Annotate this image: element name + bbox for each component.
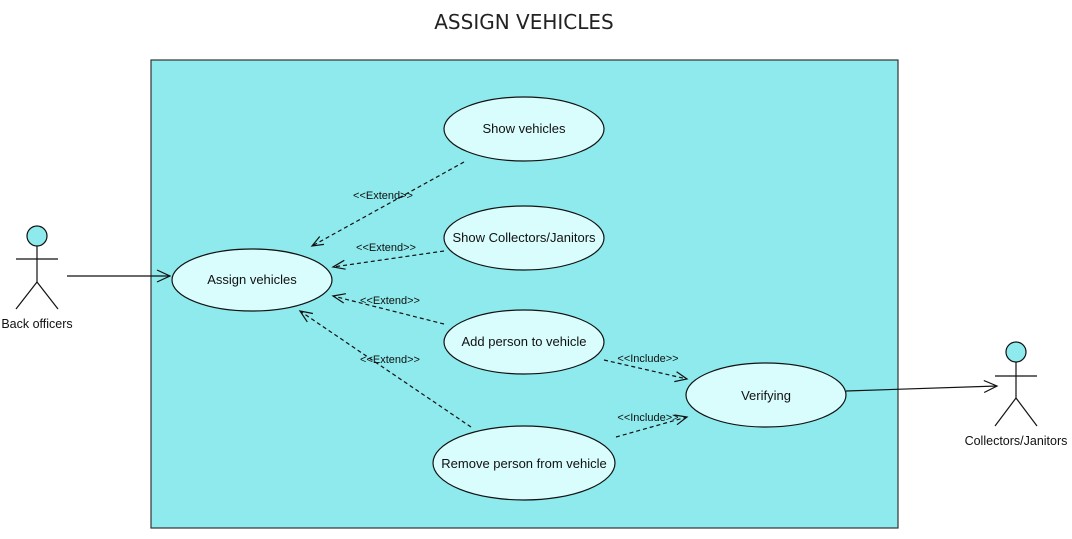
diagram-title: ASSIGN VEHICLES xyxy=(434,10,613,34)
actor-collectors-janitors[interactable]: Collectors/Janitors xyxy=(965,341,1068,448)
extend-show-collectors: <<Extend>> xyxy=(331,242,445,270)
association-verifying-collectors xyxy=(845,379,999,394)
include-add-person-verifying: <<Include>> xyxy=(603,353,689,383)
actor-label: Back officers xyxy=(1,317,72,331)
extend-label-4: <<Extend>> xyxy=(360,354,420,366)
include-label-2: <<Include>> xyxy=(617,412,678,424)
use-case-label: Remove person from vehicle xyxy=(441,456,606,471)
extend-label-1: <<Extend>> xyxy=(353,190,413,202)
stick-figure-icon xyxy=(994,341,1038,427)
extend-remove-person: <<Extend>> xyxy=(298,310,472,428)
extend-show-vehicles: <<Extend>> xyxy=(310,161,465,247)
use-case-label: Verifying xyxy=(741,388,791,403)
extend-label-3: <<Extend>> xyxy=(360,295,420,307)
use-case-assign-vehicles[interactable]: Assign vehicles xyxy=(171,248,333,312)
use-case-show-vehicles[interactable]: Show vehicles xyxy=(443,96,605,162)
use-case-label: Add person to vehicle xyxy=(461,334,586,349)
association-back-officers-assign xyxy=(67,269,172,283)
use-case-label: Assign vehicles xyxy=(207,272,297,287)
include-label-1: <<Include>> xyxy=(617,353,678,365)
stick-figure-icon xyxy=(15,225,59,310)
include-remove-person-verifying: <<Include>> xyxy=(615,412,689,438)
extend-add-person: <<Extend>> xyxy=(331,293,445,325)
actor-back-officers[interactable]: Back officers xyxy=(1,225,73,331)
use-case-label: Show vehicles xyxy=(482,121,566,136)
extend-label-2: <<Extend>> xyxy=(356,242,416,254)
use-case-show-collectors[interactable]: Show Collectors/Janitors xyxy=(443,205,605,271)
use-case-label: Show Collectors/Janitors xyxy=(452,230,596,245)
actor-label: Collectors/Janitors xyxy=(965,434,1068,448)
use-case-remove-person[interactable]: Remove person from vehicle xyxy=(432,425,616,501)
use-case-verifying[interactable]: Verifying xyxy=(685,362,847,428)
use-case-add-person[interactable]: Add person to vehicle xyxy=(443,309,605,375)
